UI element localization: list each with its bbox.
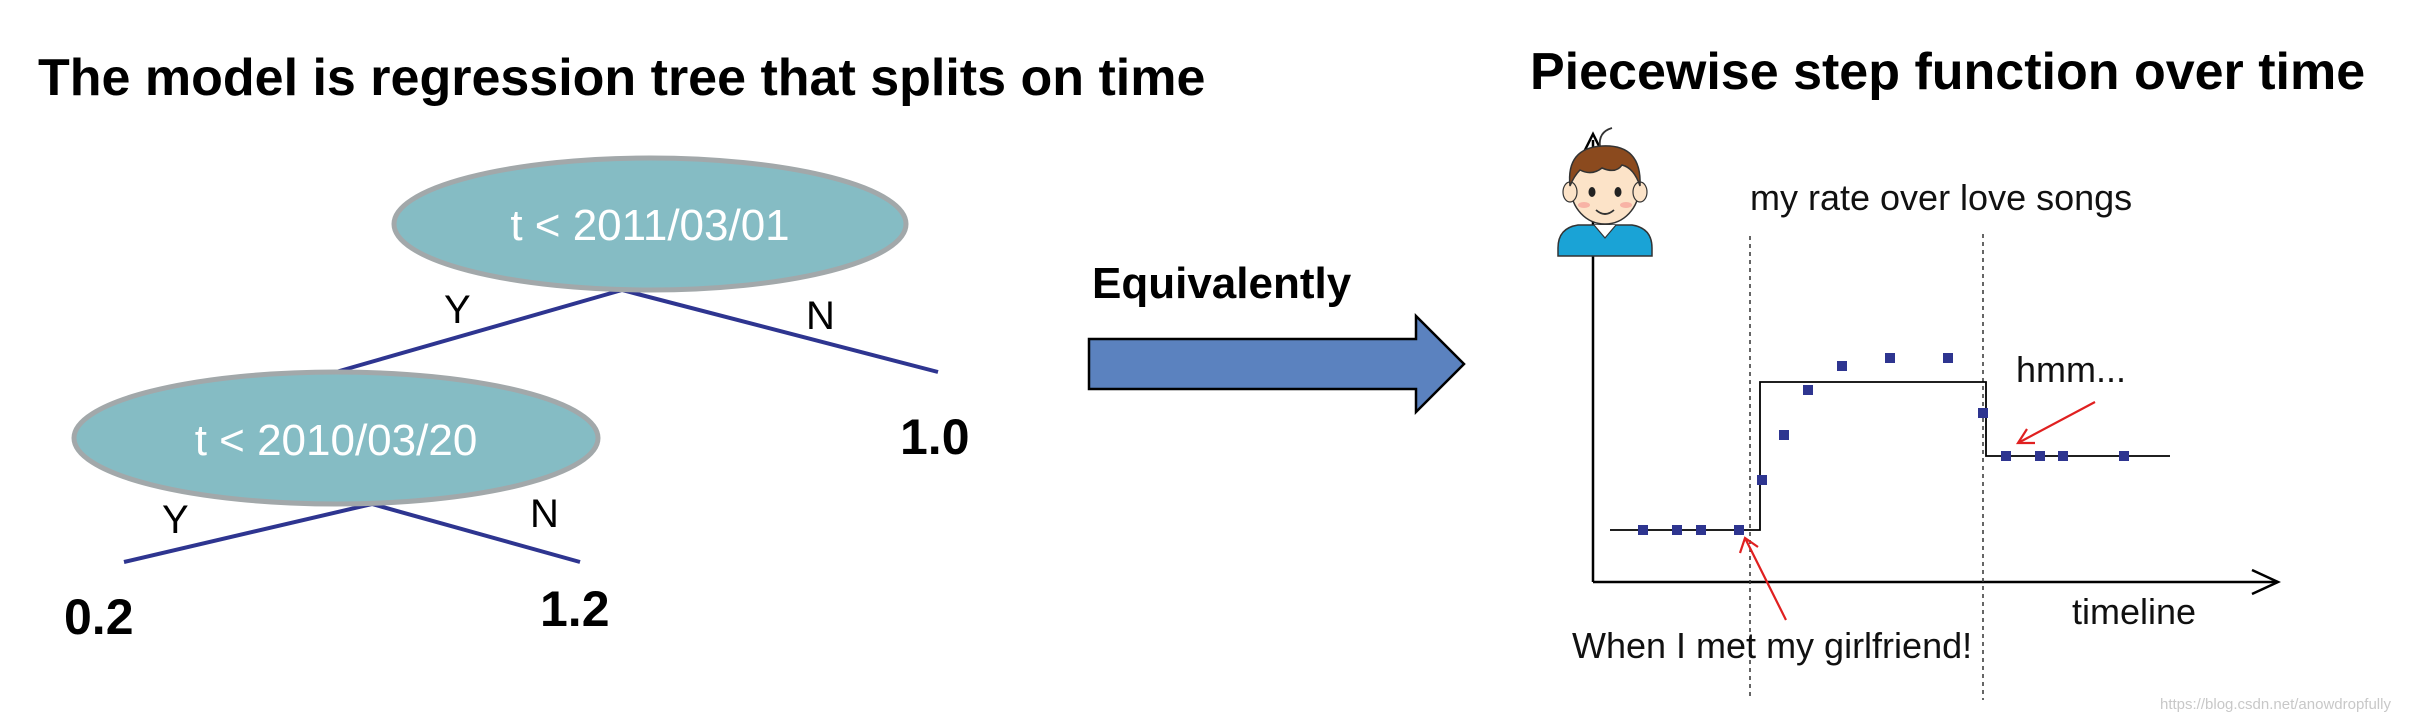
data-point	[2035, 451, 2045, 461]
annotation-girlfriend: When I met my girlfriend!	[1572, 625, 1973, 666]
leaf-right-value: 1.0	[900, 409, 970, 465]
data-point	[2001, 451, 2011, 461]
step-function-plot	[1557, 127, 2281, 700]
leaf-left-value: 0.2	[64, 589, 134, 645]
data-point	[1757, 475, 1767, 485]
step-line	[1610, 381, 2170, 531]
left-title: The model is regression tree that splits…	[38, 49, 1206, 107]
right-arrow-icon	[1087, 312, 1466, 416]
annotation-arrow-top	[2017, 401, 2096, 444]
child-condition: t < 2010/03/20	[195, 416, 478, 465]
data-point	[2119, 451, 2129, 461]
annotation-arrowhead-top-icon	[2015, 428, 2035, 445]
child-yes-label: Y	[162, 498, 189, 542]
data-point	[1803, 385, 1813, 395]
tree-edge-root-yes	[335, 288, 623, 374]
data-point	[1696, 525, 1706, 535]
leaf-mid-value: 1.2	[540, 581, 610, 637]
data-point	[1779, 430, 1789, 440]
data-point	[1837, 361, 1847, 371]
plot-caption: my rate over love songs	[1750, 177, 2133, 218]
root-no-label: N	[806, 294, 835, 338]
child-node	[71, 369, 601, 507]
root-yes-label: Y	[444, 288, 471, 332]
data-point	[1885, 353, 1895, 363]
data-points	[1638, 353, 2129, 535]
tree-edge-child-no	[371, 502, 581, 564]
root-node	[391, 155, 909, 293]
tree-edge-child-yes	[123, 502, 373, 564]
tree-edge-root-no	[621, 288, 939, 374]
child-no-label: N	[530, 492, 559, 536]
data-point	[1672, 525, 1682, 535]
data-point	[1734, 525, 1744, 535]
equivalently-label: Equivalently	[1092, 259, 1352, 308]
x-axis-arrowhead-icon	[2251, 568, 2281, 596]
annotation-hmm: hmm...	[2016, 349, 2127, 390]
boy-avatar-icon	[1557, 127, 1653, 257]
x-axis-label: timeline	[2072, 591, 2197, 632]
data-point	[2058, 451, 2068, 461]
root-condition: t < 2011/03/01	[510, 201, 789, 250]
regression-tree: t < 2011/03/01 t < 2010/03/20	[71, 155, 939, 564]
data-point	[1638, 525, 1648, 535]
annotation-arrowhead-bottom-icon	[1738, 536, 1759, 554]
data-point	[1978, 408, 1988, 418]
data-point	[1943, 353, 1953, 363]
right-title: Piecewise step function over time	[1530, 43, 2366, 101]
annotation-arrow-bottom	[1744, 537, 1787, 621]
watermark-text: https://blog.csdn.net/anowdropfully	[2160, 696, 2391, 713]
